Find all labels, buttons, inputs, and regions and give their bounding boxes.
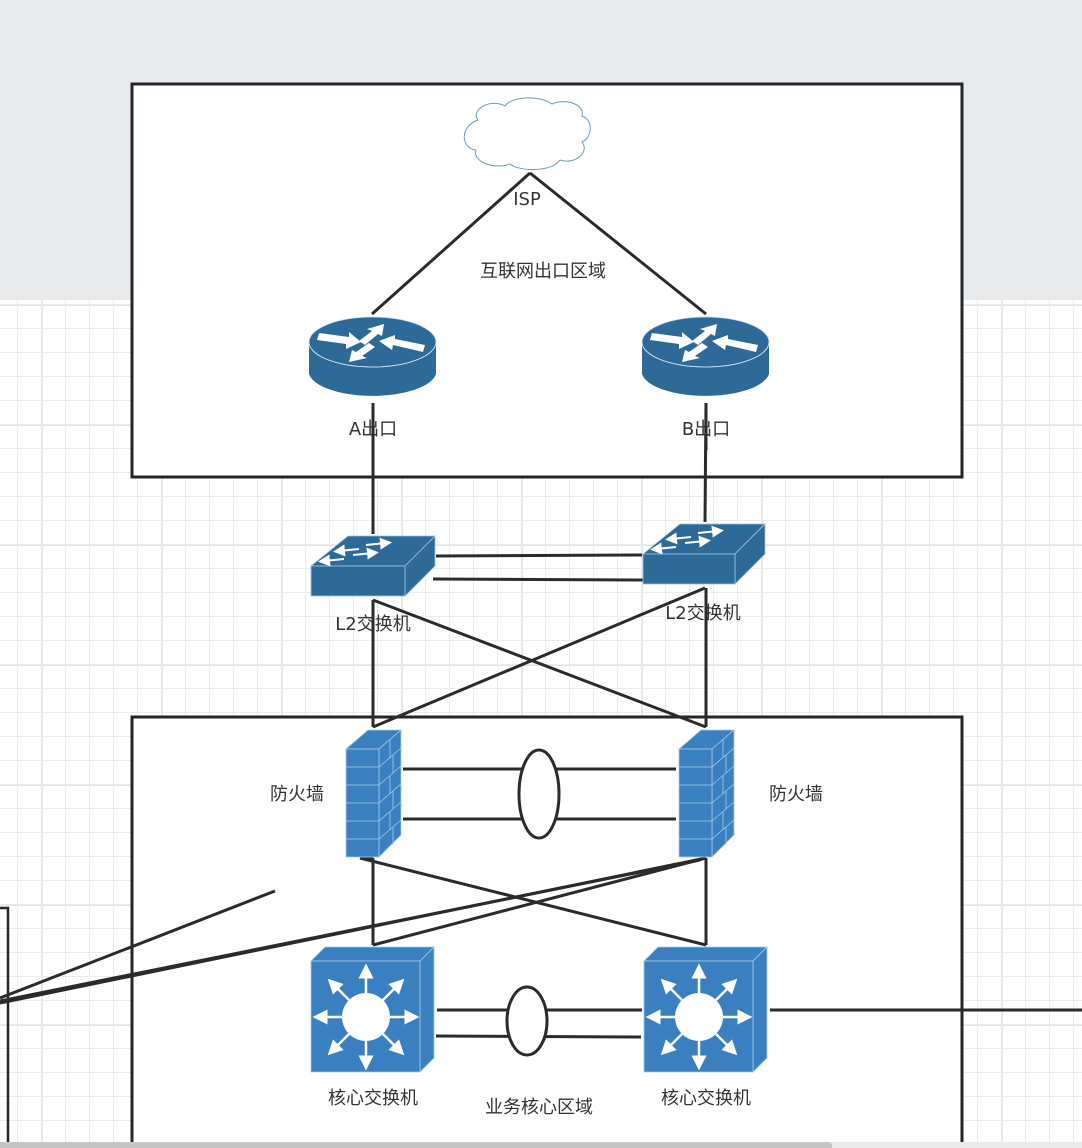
router-a[interactable]: A出口 [308,316,437,440]
link-l2-a-l2-b-1[interactable] [435,553,643,558]
link-l2-b-firewall-a[interactable] [372,586,706,729]
core-switch-icon [643,946,768,1073]
firewall-icon [344,729,403,858]
cloud-icon [463,97,591,170]
core-switch-b[interactable]: 核心交换机 [643,946,768,1109]
firewall-a[interactable] [344,729,403,858]
horizontal-scrollbar-thumb[interactable] [0,1142,832,1148]
core-switch-b-label: 核心交换机 [661,1088,751,1109]
link-firewall-a-core-b[interactable] [359,856,707,947]
link-offscreen-left-1[interactable] [0,889,276,1000]
isp-cloud[interactable]: ISP [463,97,591,210]
zone-business-core-label: 业务核心区域 [485,1097,593,1118]
core-switch-icon [310,946,435,1073]
link-firewall-b-core-a[interactable] [372,856,707,947]
router-icon [641,316,770,396]
firewall-b[interactable] [677,729,736,858]
link-l2-a-l2-b-2[interactable] [432,577,644,582]
link-isp-router-b[interactable] [529,171,707,316]
link-isp-router-a[interactable] [371,171,531,316]
link-aggregation-core[interactable] [505,985,549,1057]
core-switch-a-label: 核心交换机 [328,1088,418,1109]
isp-label: ISP [513,189,541,210]
router-icon [308,316,437,396]
link-l2-a-firewall-b[interactable] [372,598,707,729]
core-switch-a[interactable]: 核心交换机 [310,946,435,1109]
l2-switch-b-label: L2交换机 [665,603,740,624]
l2-switch-icon [309,535,436,597]
link-firewall-b-offscreen-left-3[interactable] [0,858,701,1003]
firewall-icon [677,729,736,858]
link-aggregation-firewall[interactable] [517,748,561,840]
firewall-b-label: 防火墙 [769,784,823,805]
l2-switch-b[interactable]: L2交换机 [641,523,766,624]
l2-switch-icon [641,523,766,585]
zone-internet-exit-label: 互联网出口区域 [480,261,606,282]
firewall-a-label: 防火墙 [270,784,324,805]
offscreen-shape-left[interactable] [0,906,10,1148]
